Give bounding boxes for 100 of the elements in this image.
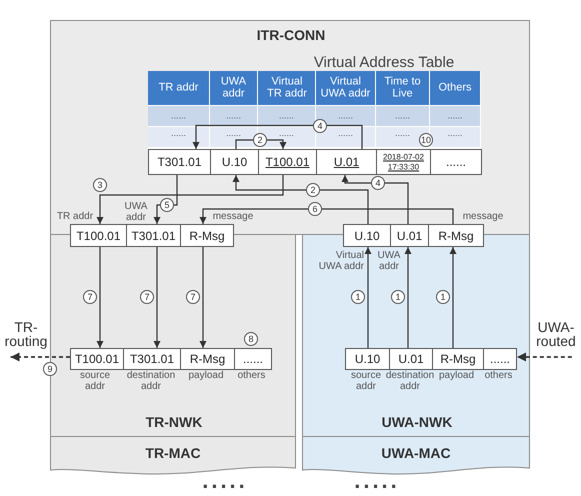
field-value: R-Msg: [440, 352, 476, 366]
arrow: [342, 175, 409, 224]
message-field: [70, 224, 127, 247]
field-value: R-Msg: [189, 228, 225, 242]
field-value: U.10: [354, 228, 380, 242]
arrow: [404, 247, 412, 348]
field-caption: payload: [188, 370, 224, 381]
step-number: 9: [43, 362, 57, 376]
field-value: U.01: [398, 352, 424, 366]
placeholder-dots: ......: [394, 110, 410, 120]
field-value: R-Msg: [438, 228, 474, 242]
cell-value: 2018-07-02 17:33:30: [383, 152, 424, 171]
column-header: Others: [438, 81, 472, 94]
placeholder-dots: ......: [447, 128, 462, 138]
table-cell: [210, 149, 259, 175]
column-header: Virtual UWA addr: [320, 76, 370, 99]
panel-title: ITR-CONN: [256, 27, 326, 43]
message-field: [390, 224, 429, 247]
column-header: Virtual TR addr: [267, 76, 307, 99]
dashed-arrow: [10, 352, 70, 362]
routing-label: UWA-routed: [536, 320, 576, 348]
message-field: [180, 224, 234, 247]
packet-field: [70, 348, 124, 370]
field-value: T301.01: [130, 352, 174, 366]
field-caption: others: [238, 370, 266, 381]
field-caption: UWA addr: [378, 250, 400, 272]
packet-field: [123, 348, 181, 370]
layer-title: UWA-MAC: [381, 445, 451, 461]
field-caption: others: [484, 370, 512, 381]
field-caption: TR addr: [56, 211, 94, 222]
cell-value: T301.01: [157, 155, 202, 169]
placeholder-dots: ......: [338, 110, 353, 120]
arrow: [96, 175, 284, 224]
ellipsis: .....: [354, 468, 400, 493]
table-cell: [376, 149, 431, 175]
placeholder-dots: ......: [226, 128, 241, 138]
layer-title: TR-NWK: [146, 414, 202, 430]
column-header: UWA addr: [220, 76, 246, 99]
arrow: [192, 124, 363, 149]
placeholder-dots: ......: [226, 110, 241, 120]
packet-field: [389, 348, 433, 370]
cell-value: U.01: [334, 155, 360, 169]
placeholder-dots: ......: [170, 128, 186, 138]
layer-panel: [302, 436, 530, 476]
arrow: [364, 247, 372, 348]
field-value: T100.01: [74, 352, 120, 366]
packet-field: [180, 348, 235, 370]
placeholder-dots: ......: [278, 128, 294, 138]
placeholder-dots: ......: [278, 110, 294, 120]
table-cell: [148, 149, 211, 175]
table-cell: [430, 149, 482, 175]
placeholder-dots: ......: [338, 128, 353, 138]
placeholder-dots: ......: [394, 128, 410, 138]
message-field: [428, 224, 484, 247]
table-cell: [316, 149, 377, 175]
packet-field: [234, 348, 272, 370]
field-value: U.10: [354, 352, 380, 366]
field-value: R-Msg: [190, 352, 226, 366]
field-caption: destination addr: [386, 370, 434, 392]
cell-value: ......: [446, 155, 466, 169]
address-table: [148, 55, 481, 175]
arrow: [232, 175, 369, 224]
message-field: [126, 224, 181, 247]
layer-panel: [50, 436, 296, 476]
cell-value: U.10: [222, 155, 248, 169]
field-caption: source addr: [350, 370, 381, 392]
field-caption: payload: [438, 370, 474, 381]
packet-field: [432, 348, 484, 370]
column-header: Time to Live: [384, 76, 421, 99]
field-value: T301.01: [131, 228, 176, 242]
arrow: [200, 208, 454, 224]
layer-title: UWA-NWK: [382, 414, 452, 430]
field-caption: Virtual UWA addr: [318, 250, 364, 272]
field-value: ......: [242, 352, 263, 366]
field-caption: UWA addr: [124, 201, 148, 222]
ellipsis: .....: [202, 468, 248, 493]
arrow: [154, 247, 160, 348]
cell-value: T100.01: [265, 155, 310, 169]
table-title: Virtual Address Table: [314, 54, 454, 71]
table-cell: [258, 149, 317, 175]
arrow: [235, 139, 286, 149]
arrow: [450, 247, 456, 348]
arrow: [200, 247, 206, 348]
arrow: [96, 247, 104, 348]
field-value: ......: [490, 352, 510, 366]
field-caption: message: [212, 211, 254, 222]
field-value: U.01: [396, 228, 422, 242]
packet-field: [483, 348, 517, 370]
field-value: T100.01: [76, 228, 121, 242]
placeholder-dots: ......: [170, 110, 186, 120]
placeholder-dots: ......: [447, 110, 462, 120]
field-caption: destination addr: [126, 370, 176, 392]
arrow: [154, 175, 178, 224]
field-caption: source addr: [80, 370, 110, 392]
dashed-arrow: [517, 352, 572, 362]
routing-label: TR-routing: [4, 320, 48, 348]
packet-field: [345, 348, 390, 370]
layer-title: TR-MAC: [145, 445, 201, 461]
field-caption: message: [462, 211, 504, 222]
column-header: TR addr: [158, 81, 198, 94]
